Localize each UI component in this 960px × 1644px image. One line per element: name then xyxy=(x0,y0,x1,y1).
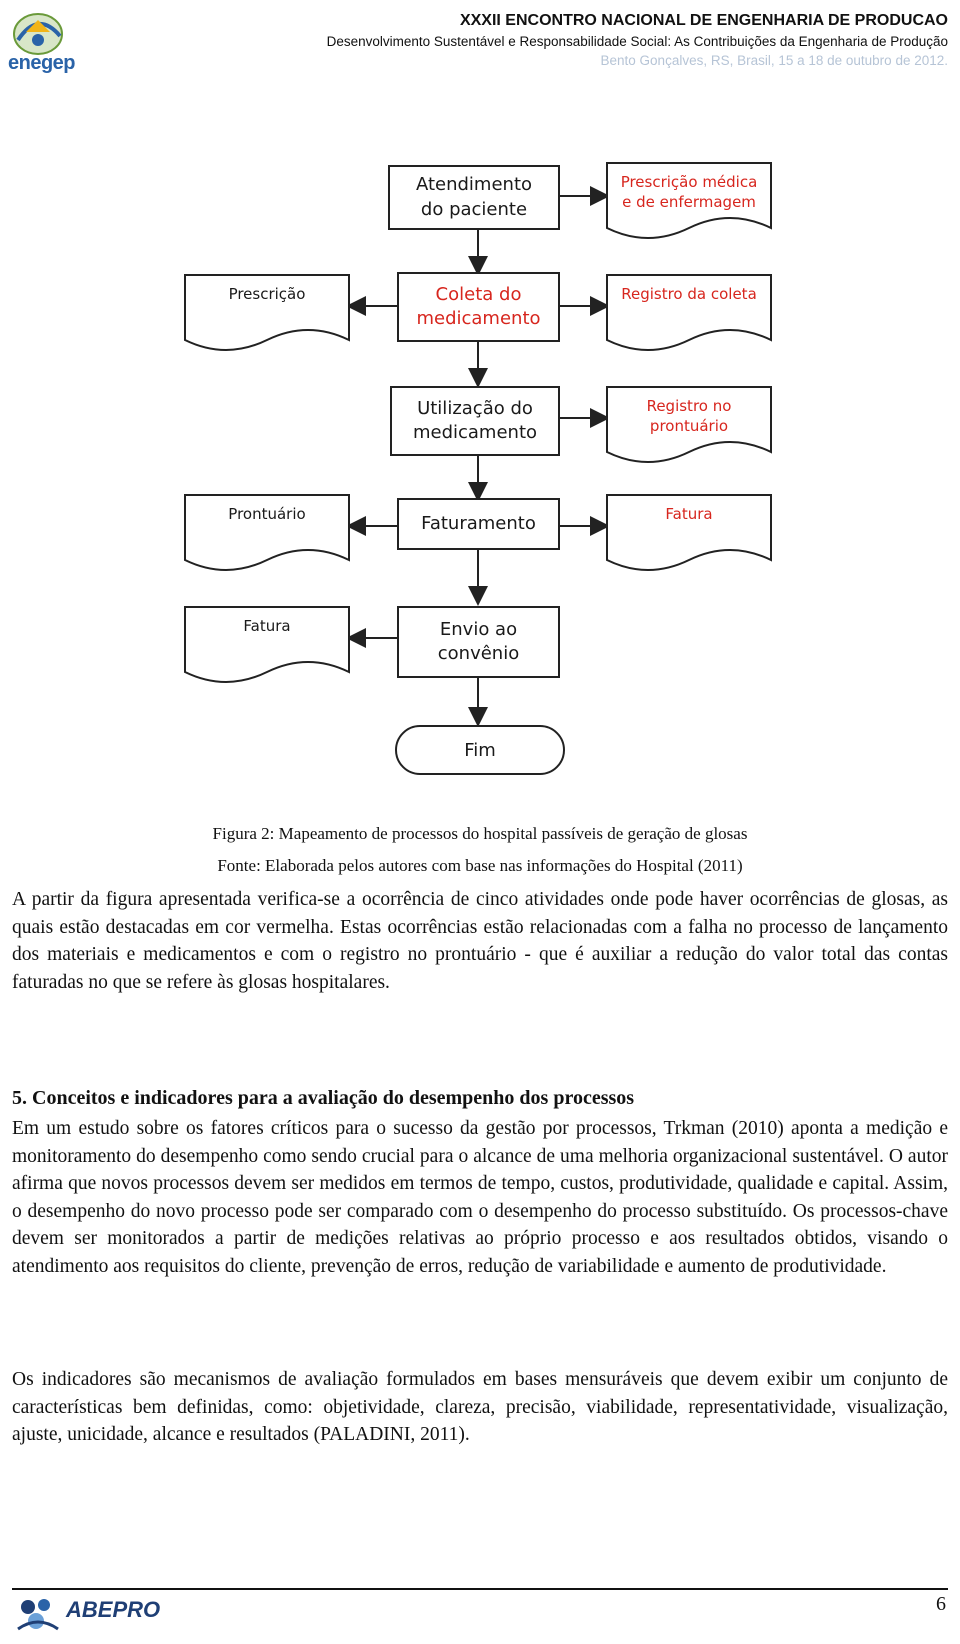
page-number: 6 xyxy=(936,1593,946,1615)
enegep-logo xyxy=(4,6,88,74)
step-envio-convenio: Envio ao convênio xyxy=(397,606,560,678)
page-header: enegep XXXII ENCONTRO NACIONAL DE ENGENH… xyxy=(0,0,960,80)
step-faturamento-label: Faturamento xyxy=(421,512,536,534)
doc-prescricao-medica-label: Prescrição médica e de enfermagem xyxy=(620,173,758,212)
paragraph-2: Em um estudo sobre os fatores críticos p… xyxy=(12,1118,948,1277)
flow-connectors xyxy=(346,186,610,727)
step-atendimento-label: Atendimento do paciente xyxy=(415,174,533,220)
doc-registro-prontuario-label: Registro no prontuário xyxy=(646,397,732,436)
enegep-logo-text: enegep xyxy=(8,52,76,74)
doc-prescricao-medica: Prescrição médica e de enfermagem xyxy=(606,162,772,244)
doc-prescricao: Prescrição xyxy=(184,274,350,356)
doc-fatura-right: Fatura xyxy=(606,494,772,576)
step-utilizacao-label: Utilização do medicamento xyxy=(412,397,538,443)
abepro-logo: ABEPRO xyxy=(14,1593,174,1641)
terminal-fim-label: Fim xyxy=(464,739,496,761)
conference-title: XXXII ENCONTRO NACIONAL DE ENGENHARIA DE… xyxy=(459,12,948,29)
doc-registro-coleta: Registro da coleta xyxy=(606,274,772,356)
abepro-logo-icon xyxy=(17,1599,59,1631)
doc-fatura-left: Fatura xyxy=(184,606,350,688)
doc-fatura-left-label: Fatura xyxy=(243,617,291,635)
doc-prescricao-label: Prescrição xyxy=(228,285,306,303)
terminal-fim: Fim xyxy=(395,725,565,775)
step-coleta-medicamento: Coleta do medicamento xyxy=(397,272,560,342)
figure-caption: Figura 2: Mapeamento de processos do hos… xyxy=(212,824,748,843)
step-atendimento-paciente: Atendimento do paciente xyxy=(388,165,560,230)
paragraph-3: Os indicadores são mecanismos de avaliaç… xyxy=(12,1369,948,1445)
step-faturamento: Faturamento xyxy=(397,498,560,550)
abepro-logo-text: ABEPRO xyxy=(66,1597,161,1622)
conference-place: Bento Gonçalves, RS, Brasil, 15 a 18 de … xyxy=(600,53,948,68)
figure-source: Fonte: Elaborada pelos autores com base … xyxy=(217,856,743,875)
doc-registro-coleta-label: Registro da coleta xyxy=(621,285,757,303)
conference-subtitle: Desenvolvimento Sustentável e Responsabi… xyxy=(326,34,948,49)
section-heading: 5. Conceitos e indicadores para a avalia… xyxy=(12,1087,635,1109)
doc-prontuario: Prontuário xyxy=(184,494,350,576)
step-utilizacao-medicamento: Utilização do medicamento xyxy=(390,386,560,456)
doc-prontuario-label: Prontuário xyxy=(228,505,306,523)
step-envio-label: Envio ao convênio xyxy=(437,618,520,664)
doc-registro-prontuario: Registro no prontuário xyxy=(606,386,772,468)
step-coleta-label: Coleta do medicamento xyxy=(416,283,541,329)
footer-rule xyxy=(12,1588,948,1590)
paragraph-1: A partir da figura apresentada verifica-… xyxy=(12,889,948,993)
process-flowchart: Atendimento do paciente Coleta do medica… xyxy=(0,140,960,820)
doc-fatura-right-label: Fatura xyxy=(665,505,713,523)
